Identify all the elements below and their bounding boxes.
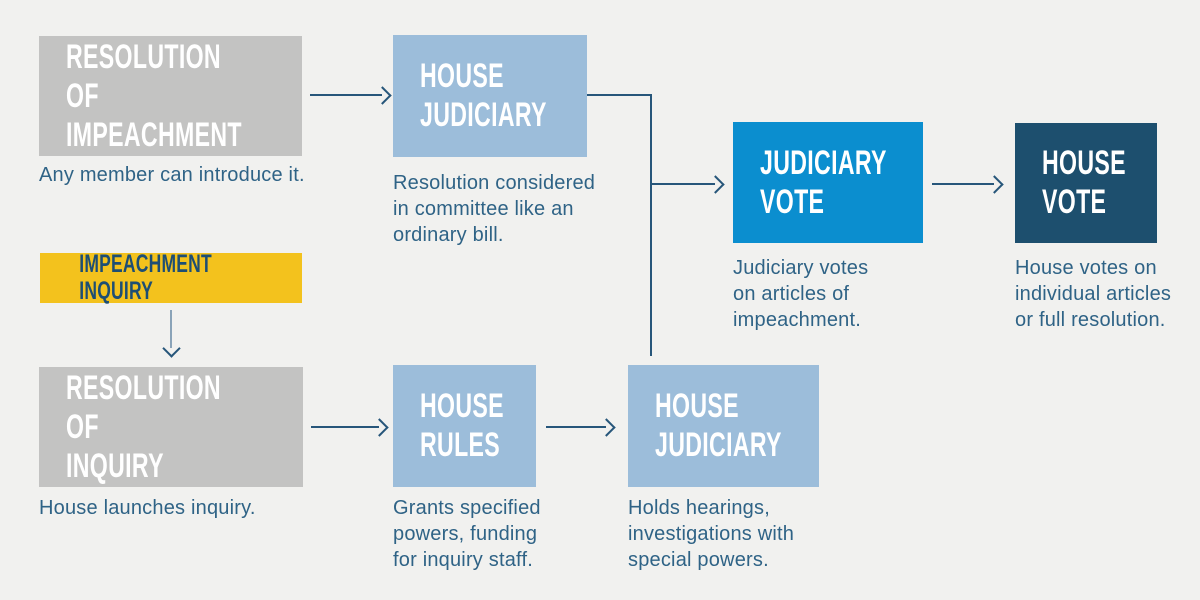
node-judiciary-vote-label: JUDICIARY VOTE <box>760 143 887 221</box>
arrow-head-down-icon <box>162 339 181 358</box>
node-house-rules-label: HOUSE RULES <box>420 387 504 464</box>
node-house-judiciary-top-label: HOUSE JUDICIARY <box>420 57 547 134</box>
arrow-head-right-icon <box>985 175 1004 194</box>
arrow-shaft <box>310 94 382 96</box>
arrow-head-right-icon <box>373 86 392 105</box>
node-resolution-of-inquiry: RESOLUTION OF INQUIRY <box>39 367 303 487</box>
arrow-shaft <box>170 310 172 348</box>
node-house-rules: HOUSE RULES <box>393 365 536 487</box>
node-impeachment-inquiry: IMPEACHMENT INQUIRY <box>40 249 302 305</box>
caption-resolution-of-impeachment: Any member can introduce it. <box>39 164 305 186</box>
node-judiciary-vote: JUDICIARY VOTE <box>733 122 923 243</box>
arrow-shaft <box>932 183 994 185</box>
caption-house-judiciary-top: Resolution considered in committee like … <box>393 172 596 246</box>
arrow-shaft <box>311 426 379 428</box>
caption-resolution-of-inquiry: House launches inquiry. <box>39 497 256 519</box>
arrow-head-right-icon <box>706 175 725 194</box>
arrow-shaft <box>546 426 606 428</box>
connector-vertical-segment <box>650 94 652 356</box>
node-resolution-of-inquiry-label: RESOLUTION OF INQUIRY <box>66 368 221 485</box>
arrow-head-right-icon <box>370 418 389 437</box>
node-house-judiciary-top: HOUSE JUDICIARY <box>393 35 587 157</box>
arrow-head-right-icon <box>597 418 616 437</box>
node-impeachment-inquiry-label: IMPEACHMENT INQUIRY <box>79 249 212 305</box>
connector-horizontal-segment <box>587 94 652 96</box>
node-house-vote-label: HOUSE VOTE <box>1042 144 1126 221</box>
node-house-vote: HOUSE VOTE <box>1015 123 1157 243</box>
node-house-judiciary-bottom: HOUSE JUDICIARY <box>628 365 819 487</box>
caption-house-vote: House votes on individual articles or fu… <box>1015 257 1172 331</box>
node-resolution-of-impeachment: RESOLUTION OF IMPEACHMENT <box>39 36 302 156</box>
arrow-shaft <box>651 183 715 185</box>
caption-house-judiciary-bottom: Holds hearings, investigations with spec… <box>628 497 795 571</box>
node-house-judiciary-bottom-label: HOUSE JUDICIARY <box>655 387 782 464</box>
caption-judiciary-vote: Judiciary votes on articles of impeachme… <box>733 257 869 331</box>
caption-house-rules: Grants specified powers, funding for inq… <box>393 497 541 571</box>
node-resolution-of-impeachment-label: RESOLUTION OF IMPEACHMENT <box>66 37 242 154</box>
